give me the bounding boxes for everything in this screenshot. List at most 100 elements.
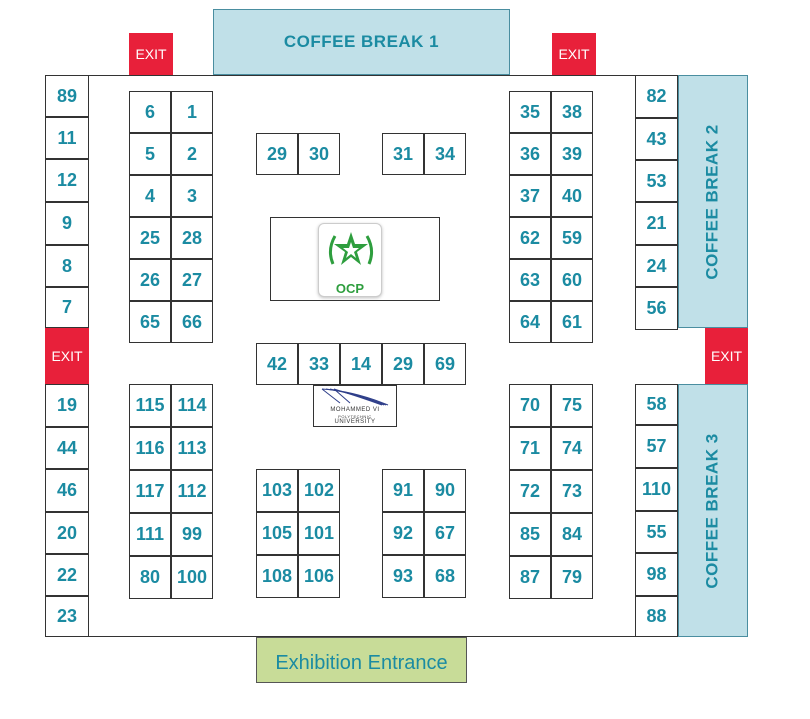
booth-112[interactable]: 112 [171, 470, 213, 513]
booth-11[interactable]: 11 [45, 117, 89, 159]
booth-20[interactable]: 20 [45, 512, 89, 554]
booth-87[interactable]: 87 [509, 556, 551, 599]
booth-19[interactable]: 19 [45, 384, 89, 427]
booth-70[interactable]: 70 [509, 384, 551, 427]
um6p-name-line-1: MOHAMMED VI [330, 407, 380, 413]
booth-82[interactable]: 82 [635, 75, 678, 118]
booth-116[interactable]: 116 [129, 427, 171, 470]
um6p-name-line-3: UNIVERSITY [334, 419, 376, 425]
booth-90[interactable]: 90 [424, 469, 466, 512]
booth-67[interactable]: 67 [424, 512, 466, 555]
booth-37[interactable]: 37 [509, 175, 551, 217]
booth-110[interactable]: 110 [635, 468, 678, 511]
booth-68[interactable]: 68 [424, 555, 466, 598]
booth-89[interactable]: 89 [45, 75, 89, 117]
booth-92[interactable]: 92 [382, 512, 424, 555]
booth-28[interactable]: 28 [171, 217, 213, 259]
booth-53[interactable]: 53 [635, 160, 678, 202]
booth-88[interactable]: 88 [635, 596, 678, 637]
booth-108[interactable]: 108 [256, 555, 298, 598]
booth-29[interactable]: 29 [382, 343, 424, 385]
booth-101[interactable]: 101 [298, 512, 340, 555]
booth-64[interactable]: 64 [509, 301, 551, 343]
exhibition-entrance[interactable]: Exhibition Entrance [256, 637, 467, 683]
booth-85[interactable]: 85 [509, 513, 551, 556]
booth-75[interactable]: 75 [551, 384, 593, 427]
booth-29[interactable]: 29 [256, 133, 298, 175]
booth-72[interactable]: 72 [509, 470, 551, 513]
booth-34[interactable]: 34 [424, 133, 466, 175]
booth-113[interactable]: 113 [171, 427, 213, 470]
booth-31[interactable]: 31 [382, 133, 424, 175]
booth-24[interactable]: 24 [635, 245, 678, 287]
booth-105[interactable]: 105 [256, 512, 298, 555]
booth-4[interactable]: 4 [129, 175, 171, 217]
booth-9[interactable]: 9 [45, 202, 89, 245]
booth-93[interactable]: 93 [382, 555, 424, 598]
exit-left[interactable]: EXIT [45, 328, 89, 384]
booth-40[interactable]: 40 [551, 175, 593, 217]
booth-117[interactable]: 117 [129, 470, 171, 513]
booth-46[interactable]: 46 [45, 469, 89, 512]
exit-right[interactable]: EXIT [705, 328, 748, 384]
booth-61[interactable]: 61 [551, 301, 593, 343]
booth-84[interactable]: 84 [551, 513, 593, 556]
booth-43[interactable]: 43 [635, 118, 678, 160]
booth-36[interactable]: 36 [509, 133, 551, 175]
booth-23[interactable]: 23 [45, 596, 89, 637]
booth-74[interactable]: 74 [551, 427, 593, 470]
booth-14[interactable]: 14 [340, 343, 382, 385]
booth-62[interactable]: 62 [509, 217, 551, 259]
coffee-break-3-area[interactable]: COFFEE BREAK 3 [678, 384, 748, 637]
booth-106[interactable]: 106 [298, 555, 340, 598]
booth-69[interactable]: 69 [424, 343, 466, 385]
booth-79[interactable]: 79 [551, 556, 593, 599]
booth-3[interactable]: 3 [171, 175, 213, 217]
coffee-break-1-area[interactable]: COFFEE BREAK 1 [213, 9, 510, 75]
booth-1[interactable]: 1 [171, 91, 213, 133]
booth-22[interactable]: 22 [45, 554, 89, 596]
booth-65[interactable]: 65 [129, 301, 171, 343]
booth-21[interactable]: 21 [635, 202, 678, 245]
booth-2[interactable]: 2 [171, 133, 213, 175]
booth-66[interactable]: 66 [171, 301, 213, 343]
booth-25[interactable]: 25 [129, 217, 171, 259]
booth-6[interactable]: 6 [129, 91, 171, 133]
booth-73[interactable]: 73 [551, 470, 593, 513]
booth-56[interactable]: 56 [635, 287, 678, 330]
coffee-break-2-area[interactable]: COFFEE BREAK 2 [678, 75, 748, 328]
booth-80[interactable]: 80 [129, 556, 171, 599]
exit-label: EXIT [710, 348, 743, 364]
booth-98[interactable]: 98 [635, 553, 678, 596]
booth-42[interactable]: 42 [256, 343, 298, 385]
booth-30[interactable]: 30 [298, 133, 340, 175]
booth-111[interactable]: 111 [129, 513, 171, 556]
booth-99[interactable]: 99 [171, 513, 213, 556]
booth-103[interactable]: 103 [256, 469, 298, 512]
booth-12[interactable]: 12 [45, 159, 89, 202]
booth-60[interactable]: 60 [551, 259, 593, 301]
booth-58[interactable]: 58 [635, 384, 678, 425]
booth-114[interactable]: 114 [171, 384, 213, 427]
booth-27[interactable]: 27 [171, 259, 213, 301]
booth-100[interactable]: 100 [171, 556, 213, 599]
booth-8[interactable]: 8 [45, 245, 89, 287]
booth-59[interactable]: 59 [551, 217, 593, 259]
booth-44[interactable]: 44 [45, 427, 89, 469]
booth-102[interactable]: 102 [298, 469, 340, 512]
booth-38[interactable]: 38 [551, 91, 593, 133]
booth-33[interactable]: 33 [298, 343, 340, 385]
booth-35[interactable]: 35 [509, 91, 551, 133]
exit-top-right[interactable]: EXIT [552, 33, 596, 75]
booth-5[interactable]: 5 [129, 133, 171, 175]
booth-57[interactable]: 57 [635, 425, 678, 468]
booth-7[interactable]: 7 [45, 287, 89, 328]
booth-63[interactable]: 63 [509, 259, 551, 301]
booth-55[interactable]: 55 [635, 511, 678, 553]
booth-71[interactable]: 71 [509, 427, 551, 470]
booth-91[interactable]: 91 [382, 469, 424, 512]
booth-26[interactable]: 26 [129, 259, 171, 301]
booth-39[interactable]: 39 [551, 133, 593, 175]
booth-115[interactable]: 115 [129, 384, 171, 427]
exit-top-left[interactable]: EXIT [129, 33, 173, 75]
